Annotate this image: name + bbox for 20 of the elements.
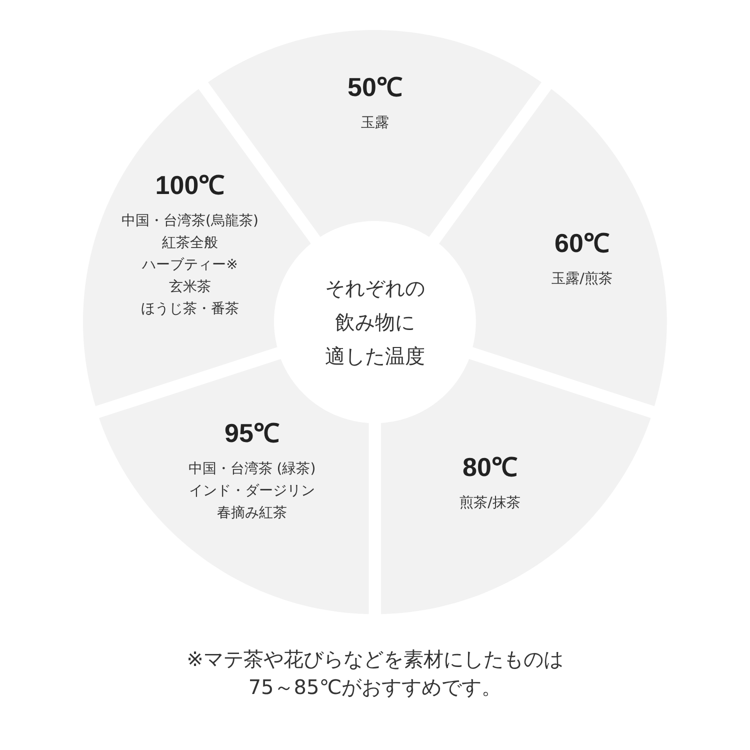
tea-type-label: 煎茶/抹茶 <box>460 494 520 513</box>
footnote: ※マテ茶や花びらなどを素材にしたものは75～85℃がおすすめです。 <box>186 646 564 701</box>
tea-type-label: 春摘み紅茶 <box>216 504 287 523</box>
tea-type-label: 中国・台湾茶(烏龍茶) <box>122 212 258 231</box>
tea-type-label: ハーブティー※ <box>142 256 238 275</box>
tea-type-label: 玉露/煎茶 <box>552 270 612 289</box>
temperature-label: 100℃ <box>155 170 225 200</box>
center-title-line: 適した温度 <box>325 343 425 370</box>
tea-type-label: 玉露 <box>360 114 389 133</box>
center-title-line: 飲み物に <box>335 309 415 336</box>
temperature-label: 95℃ <box>224 418 280 448</box>
center-title-line: それぞれの <box>325 275 425 302</box>
temperature-label: 80℃ <box>462 452 518 482</box>
temperature-label: 60℃ <box>554 228 610 258</box>
tea-type-label: 紅茶全般 <box>162 234 218 253</box>
tea-type-label: 中国・台湾茶 (緑茶) <box>188 460 316 479</box>
tea-type-label: ほうじ茶・番茶 <box>140 300 239 319</box>
temperature-label: 50℃ <box>348 72 402 102</box>
tea-type-label: インド・ダージリン <box>188 482 315 501</box>
tea-type-label: 玄米茶 <box>168 278 211 297</box>
